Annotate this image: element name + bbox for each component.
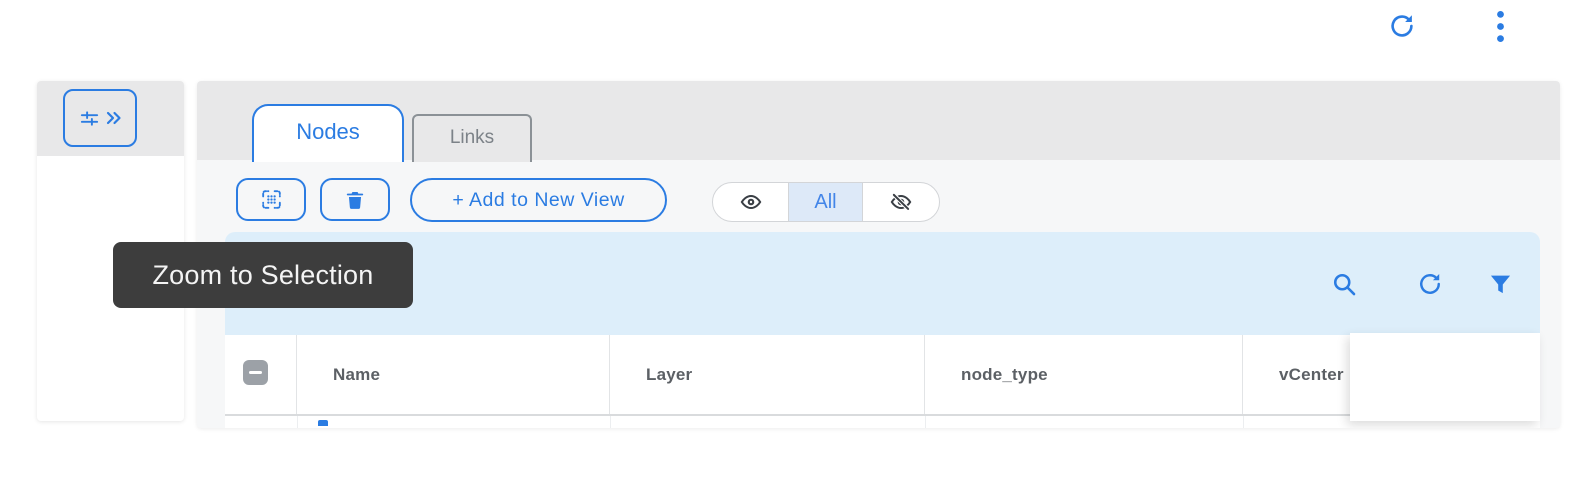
- eye-off-icon: [888, 191, 914, 213]
- visibility-segmented-control: All: [712, 182, 940, 222]
- filter-icon: [1488, 272, 1513, 297]
- table-search-button[interactable]: [1329, 269, 1359, 299]
- tab-nodes[interactable]: Nodes: [252, 104, 404, 162]
- column-header-node-type-label: node_type: [961, 364, 1048, 384]
- column-header-vcenter-label: vCenter: [1279, 364, 1344, 384]
- truncated-cell-link: [318, 420, 328, 426]
- column-divider: [925, 416, 926, 428]
- table-header-select-cell: [225, 335, 297, 414]
- refresh-button[interactable]: [1386, 10, 1418, 42]
- column-options-popup: [1350, 333, 1540, 421]
- column-header-name[interactable]: Name: [297, 335, 610, 414]
- column-header-name-label: Name: [333, 364, 381, 384]
- double-chevron-right-icon: [106, 111, 122, 125]
- column-header-layer[interactable]: Layer: [610, 335, 925, 414]
- column-divider: [610, 416, 611, 428]
- tooltip-text: Zoom to Selection: [152, 259, 374, 290]
- column-divider: [1243, 416, 1244, 428]
- add-to-new-view-button[interactable]: + Add to New View: [410, 178, 667, 222]
- search-icon: [1330, 270, 1358, 298]
- column-header-node-type[interactable]: node_type: [925, 335, 1243, 414]
- table-header-row: Name Layer node_type vCenter: [225, 335, 1540, 416]
- more-options-button[interactable]: [1492, 9, 1508, 43]
- sliders-icon: [79, 108, 100, 129]
- add-to-new-view-label: + Add to New View: [452, 188, 625, 211]
- tab-links-label: Links: [449, 127, 495, 148]
- refresh-icon: [1416, 270, 1444, 298]
- tab-links[interactable]: Links: [412, 114, 532, 162]
- zoom-to-selection-button[interactable]: [236, 178, 306, 221]
- trash-icon: [344, 189, 366, 211]
- select-all-checkbox[interactable]: [243, 360, 268, 385]
- table-filter-button[interactable]: [1485, 269, 1515, 299]
- show-all-label: All: [814, 190, 837, 213]
- column-divider: [297, 416, 298, 428]
- refresh-icon: [1387, 11, 1417, 41]
- column-header-vcenter[interactable]: vCenter: [1243, 335, 1540, 414]
- table-refresh-button[interactable]: [1415, 269, 1445, 299]
- tab-nodes-label: Nodes: [296, 119, 360, 144]
- show-hidden-segment[interactable]: [863, 183, 939, 221]
- table-selection-bar: [225, 232, 1540, 335]
- show-all-segment[interactable]: All: [788, 183, 863, 221]
- nodes-links-panel: Nodes Links: [197, 81, 1560, 428]
- column-header-layer-label: Layer: [646, 364, 693, 384]
- eye-icon: [738, 191, 764, 213]
- show-visible-segment[interactable]: [713, 183, 788, 221]
- expand-filters-button[interactable]: [63, 89, 137, 147]
- table-row[interactable]: [225, 416, 1540, 428]
- zoom-to-selection-tooltip: Zoom to Selection: [113, 242, 413, 308]
- zoom-to-selection-icon: [259, 187, 284, 212]
- kebab-menu-icon: [1496, 10, 1505, 43]
- delete-button[interactable]: [320, 178, 390, 221]
